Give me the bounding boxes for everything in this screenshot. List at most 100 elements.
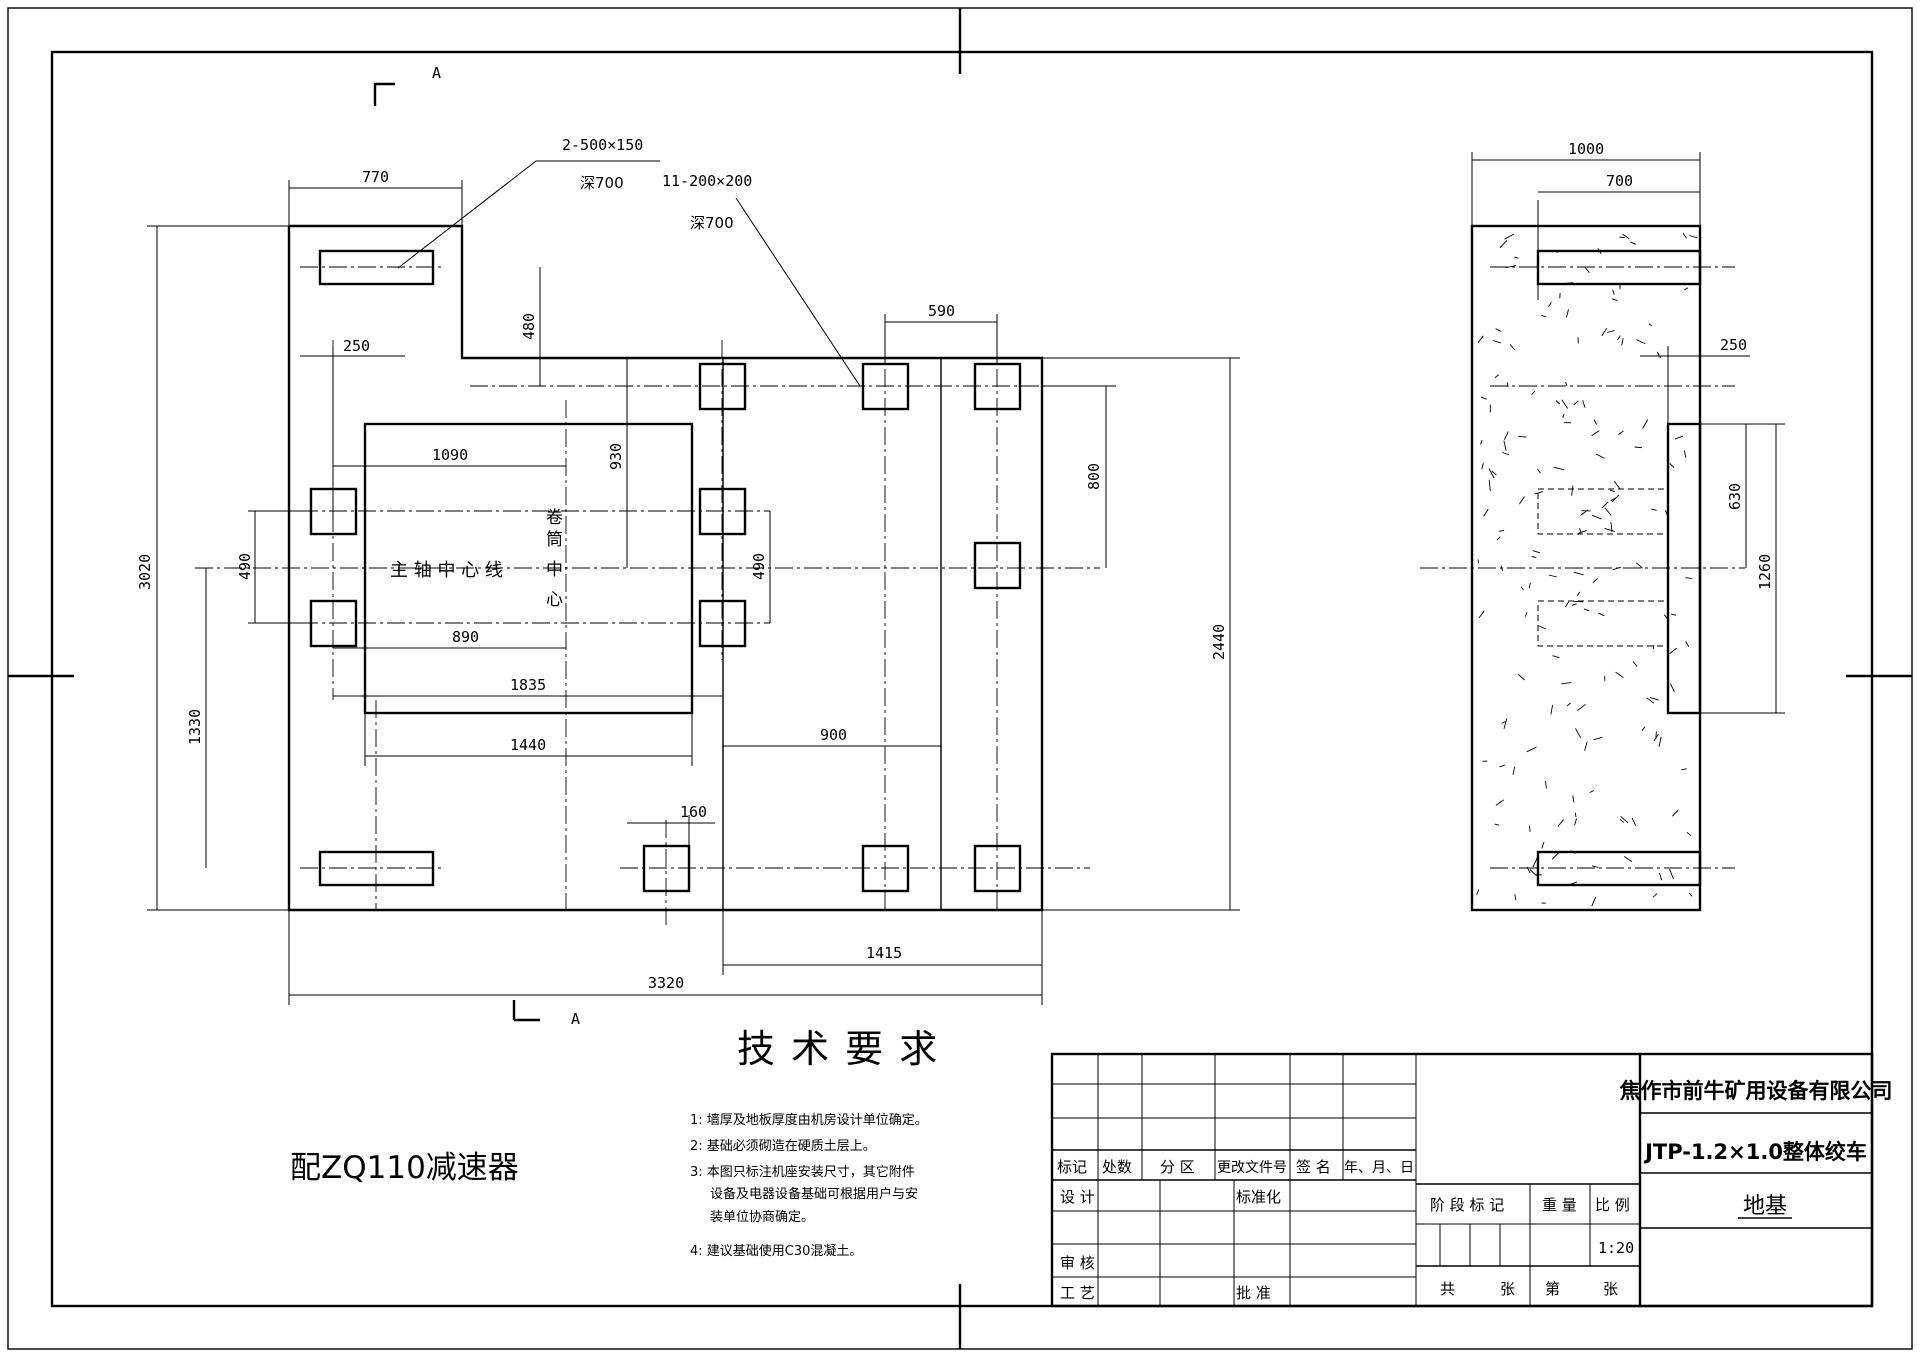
hatch-tick [1630, 241, 1637, 245]
hatch-tick [1634, 446, 1643, 449]
rev-header-mark: 标记 [1057, 1158, 1087, 1176]
tb-sheet-no: 第 [1545, 1280, 1560, 1298]
dim-1415: 1415 [866, 944, 902, 962]
side-dim-1000: 1000 [1568, 140, 1604, 158]
bolt-hole [698, 599, 747, 648]
hatch-tick [1670, 613, 1677, 616]
tb-drawing-name: 地基 [1743, 1194, 1787, 1219]
hatch-tick [1612, 289, 1615, 295]
hatch-tick [1652, 644, 1655, 650]
hatch-tick [1656, 351, 1661, 359]
hatch-tick [1669, 683, 1675, 692]
tb-stage-mark: 阶 段 标 记 [1430, 1196, 1504, 1214]
hatch-tick [1591, 514, 1602, 520]
hatch-tick [1537, 624, 1547, 630]
tech-line-4: 设备及电器设备基础可根据用户与安 [710, 1186, 918, 1202]
concrete-hatch [1476, 232, 1698, 907]
hatch-tick [1598, 612, 1605, 617]
hatch-tick [1577, 591, 1581, 597]
tb-sheets2: 张 [1603, 1280, 1618, 1298]
hatch-tick [1483, 508, 1489, 517]
hatch-tick [1571, 485, 1574, 496]
hatch-tick [1584, 741, 1588, 751]
hatch-tick [1526, 746, 1537, 753]
hatch-tick [1519, 496, 1525, 505]
section-mark-bottom: A [512, 1000, 580, 1028]
tb-product: JTP-1.2×1.0整体绞车 [1643, 1140, 1867, 1164]
hatch-tick [1593, 419, 1597, 425]
hatch-tick [1631, 817, 1637, 826]
hatch-tick [1531, 390, 1536, 395]
hatch-tick [1589, 789, 1595, 793]
hatch-tick [1552, 655, 1560, 659]
side-dim-1260: 1260 [1756, 554, 1774, 590]
tech-line-1: 1: 墙厚及地板厚度由机房设计单位确定。 [690, 1112, 928, 1128]
hatch-tick [1601, 501, 1609, 509]
section-label-bottom: A [571, 1010, 580, 1028]
tb-scale-label: 比 例 [1595, 1196, 1630, 1214]
dim-490-right: 490 [750, 553, 768, 580]
hatch-tick [1573, 600, 1584, 603]
side-dim-630: 630 [1726, 483, 1744, 510]
hatch-tick [1545, 780, 1547, 789]
hatch-tick [1592, 578, 1599, 584]
hatch-tick [1553, 466, 1565, 471]
hatch-tick [1646, 697, 1655, 704]
hatch-tick [1617, 335, 1621, 341]
svg-text:中: 中 [546, 560, 563, 580]
hatch-tick [1618, 430, 1624, 435]
hatch-tick [1502, 452, 1510, 456]
callouts: 2-500×150 深700 11-200×200 深700 [397, 136, 861, 387]
plan-centerlines [195, 266, 1100, 925]
bolt-hole [698, 362, 747, 411]
tb-total: 共 [1440, 1280, 1455, 1298]
hatch-tick [1557, 819, 1565, 827]
hatch-tick [1609, 489, 1615, 493]
hatch-tick [1488, 479, 1491, 491]
hatch-tick [1565, 381, 1568, 387]
section-label-top: A [432, 64, 441, 82]
svg-text:心: 心 [546, 590, 563, 610]
dim-800: 800 [1085, 463, 1103, 490]
hatch-tick [1641, 726, 1646, 732]
hatch-tick [1501, 721, 1506, 724]
hatch-tick [1689, 235, 1698, 239]
hatch-tick [1575, 728, 1581, 738]
hatch-tick [1671, 809, 1679, 817]
rev-header-docno: 更改文件号 [1217, 1160, 1287, 1176]
hatch-tick [1610, 498, 1616, 501]
hatch-tick [1529, 826, 1531, 832]
tb-design: 设 计 [1060, 1188, 1095, 1206]
sheet-frame [7, 7, 1913, 1350]
hatch-tick [1674, 435, 1684, 440]
hatch-tick [1591, 430, 1600, 437]
hatch-tick [1562, 413, 1565, 419]
dim-480: 480 [520, 313, 538, 340]
dim-1440: 1440 [510, 736, 546, 754]
hatch-tick [1503, 718, 1508, 729]
hatch-tick [1683, 287, 1689, 291]
bolt-hole [973, 541, 1022, 590]
hatch-tick [1555, 400, 1560, 405]
hatch-tick [1635, 562, 1643, 569]
hatch-tick [1686, 832, 1692, 837]
hatch-tick [1591, 897, 1597, 907]
hatch-tick [1688, 892, 1693, 897]
hatch-tick [1669, 463, 1675, 468]
side-dim-250: 250 [1720, 336, 1747, 354]
tb-approve: 批 准 [1236, 1284, 1271, 1302]
tb-sheets: 张 [1500, 1280, 1515, 1298]
hatch-tick [1593, 736, 1603, 741]
hatch-tick [1573, 400, 1579, 405]
hatch-tick [1574, 818, 1578, 826]
hatch-tick [1537, 468, 1541, 474]
dim-890: 890 [452, 628, 479, 646]
hatch-tick [1683, 450, 1687, 458]
hatch-tick [1685, 641, 1690, 648]
tech-requirements: 技 术 要 求 1: 墙厚及地板厚度由机房设计单位确定。 2: 基础必须砌造在硬… [690, 1027, 937, 1259]
hatch-tick [1478, 610, 1485, 619]
hatch-tick [1607, 329, 1615, 333]
tb-company: 焦作市前牛矿用设备有限公司 [1619, 1079, 1893, 1103]
hatch-tick [1623, 856, 1633, 862]
